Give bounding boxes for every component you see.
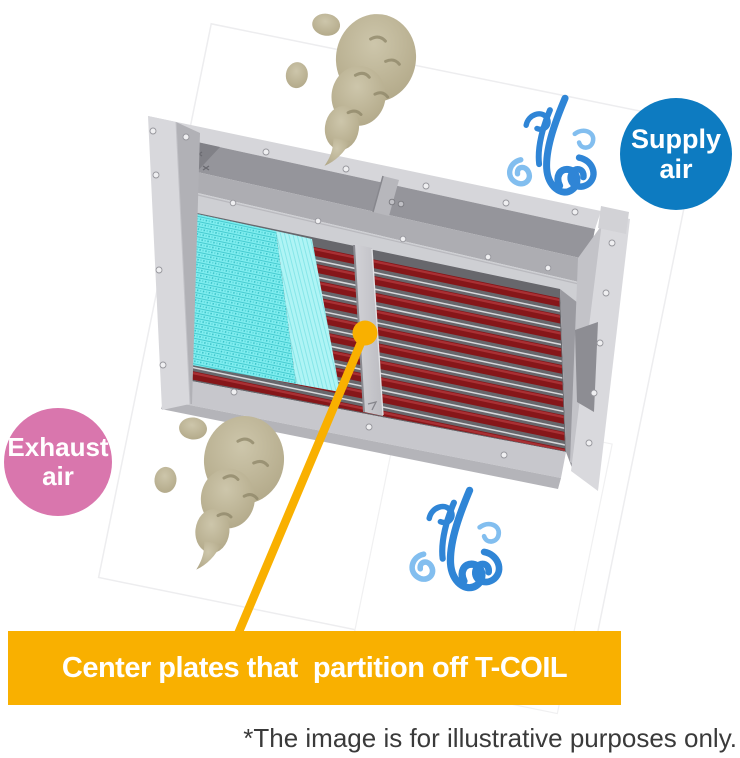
right-flange	[571, 206, 630, 491]
footnote-text: *The image is for illustrative purposes …	[243, 723, 737, 753]
center-plate-top	[373, 176, 399, 216]
callout-leader-line	[234, 320, 378, 636]
supply-air-label-line1: Supply	[630, 123, 721, 154]
supply-air-badge: Supply air	[620, 98, 732, 210]
supply-air-label-line2: air	[659, 154, 693, 184]
filter-panel	[185, 211, 340, 392]
callout-label: Center plates that partition off T-COIL	[61, 651, 568, 684]
exhaust-air-label-line2: air	[42, 461, 74, 491]
bolt-holes	[149, 127, 616, 459]
exhaust-air-badge: Exhaust air	[4, 408, 112, 516]
left-flange	[148, 116, 200, 410]
callout-banner: Center plates that partition off T-COIL	[8, 631, 621, 705]
exhaust-air-label-line1: Exhaust	[7, 431, 109, 462]
